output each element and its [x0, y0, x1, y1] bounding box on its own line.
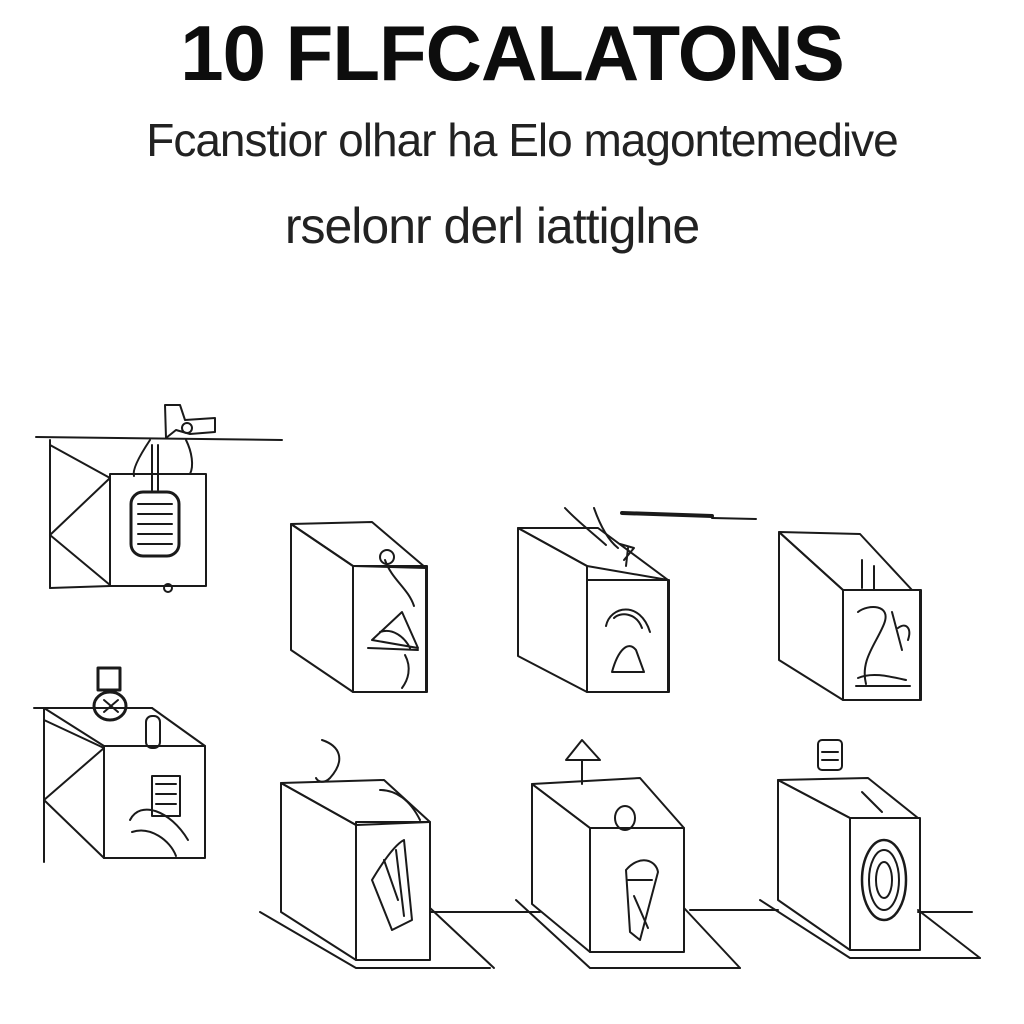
poster-subtitle-line-1: Fcanstior olhar ha Elo magontemedive — [146, 114, 899, 166]
box-illustration-6 — [260, 740, 540, 968]
box-illustration-8 — [690, 740, 980, 958]
box-illustration-2 — [291, 522, 427, 692]
box-illustration-5 — [34, 668, 205, 862]
box-illustration-3 — [518, 508, 756, 692]
box-illustration-1 — [36, 405, 282, 592]
poster-subtitle-line-2: rselonr derl iattiglne — [284, 198, 700, 254]
box-illustration-7 — [516, 740, 740, 968]
box-illustration-4 — [779, 532, 921, 700]
poster-title: 10 FLFCALATONS — [180, 9, 844, 97]
